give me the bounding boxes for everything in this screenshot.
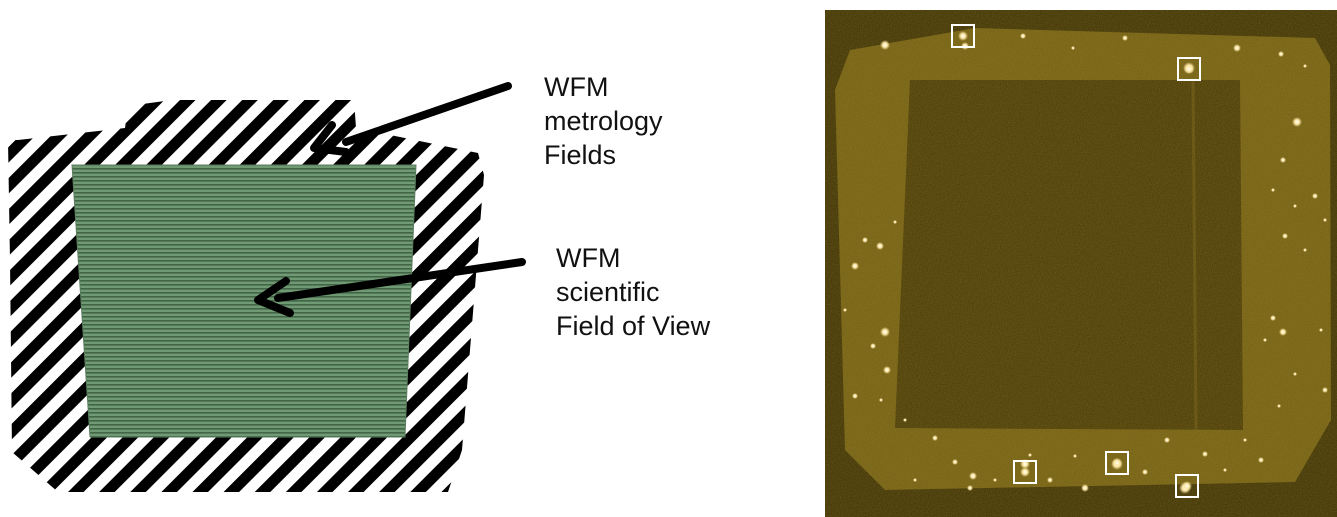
marker-box-icon [1105, 451, 1129, 475]
star-icon [993, 478, 997, 482]
star-icon [862, 237, 868, 243]
star-icon [1020, 467, 1030, 477]
star-icon [880, 327, 890, 337]
star-icon [1293, 204, 1297, 208]
star-icon [969, 472, 977, 480]
star-icon [1303, 248, 1307, 252]
star-icon [1223, 468, 1227, 472]
star-icon [1112, 458, 1122, 468]
star-icon [1182, 481, 1192, 491]
star-icon [1278, 51, 1284, 57]
star-icon [1243, 438, 1247, 442]
star-icon [1020, 33, 1026, 39]
star-icon [883, 366, 891, 374]
star-icon [1263, 338, 1267, 342]
star-icon [932, 435, 938, 441]
marker-boxes [951, 24, 1201, 498]
label-line: Field of View [556, 311, 711, 341]
label-line: Fields [544, 140, 617, 168]
star-icon [1271, 188, 1275, 192]
label-line: WFM [544, 72, 609, 102]
star-icon [1322, 387, 1328, 393]
star-icon [952, 459, 958, 465]
star-icon [1280, 157, 1286, 163]
star-icon [1142, 469, 1148, 475]
star-icon [870, 343, 876, 349]
star-icon [967, 485, 973, 491]
scientific-fov-label: WFM scientific Field of View [556, 241, 710, 343]
star-icon [1071, 46, 1075, 50]
marker-box-icon [1177, 57, 1201, 81]
star-icon [1270, 315, 1276, 321]
star-icon [1233, 44, 1241, 52]
label-line: metrology [544, 106, 663, 136]
star-icon [1202, 451, 1208, 457]
scientific-fov-region [71, 164, 417, 438]
star-icon [1293, 372, 1297, 376]
star-icon [1292, 117, 1302, 127]
star-icon [1047, 477, 1053, 483]
star-icon [903, 418, 907, 422]
star-icon [1312, 193, 1318, 199]
star-icon [1164, 437, 1170, 443]
marker-box-icon [951, 24, 975, 48]
arrow-icon [254, 258, 526, 317]
star-icon [876, 242, 884, 250]
star-icon [913, 478, 917, 482]
star-icon [843, 308, 847, 312]
star-icon [1028, 453, 1032, 457]
marker-box-icon [1175, 474, 1199, 498]
star-icon [958, 31, 968, 41]
sky-image-panel [825, 10, 1337, 517]
star-icon [1184, 64, 1194, 74]
marker-box-icon [1013, 460, 1037, 484]
star-icon [1073, 454, 1077, 458]
star-icon [1081, 484, 1089, 492]
label-line: WFM [556, 243, 621, 273]
star-icon [852, 393, 858, 399]
star-icon [879, 398, 883, 402]
star-icon [1303, 64, 1307, 68]
star-icon [893, 220, 897, 224]
arrow-icon [310, 82, 512, 156]
metrology-fields-label: WFM metrology Fields [544, 70, 663, 168]
star-icon [1122, 35, 1128, 41]
star-icon [1258, 457, 1264, 463]
noise-overlay [825, 10, 1337, 517]
star-icon [1319, 328, 1323, 332]
star-icon [851, 262, 859, 270]
star-icon [1277, 404, 1281, 408]
label-line: scientific [556, 277, 660, 307]
star-icon [1279, 328, 1287, 336]
star-icon [1323, 218, 1327, 222]
star-icon [880, 40, 890, 50]
star-icon [1282, 233, 1288, 239]
wfm-diagram [8, 82, 526, 492]
